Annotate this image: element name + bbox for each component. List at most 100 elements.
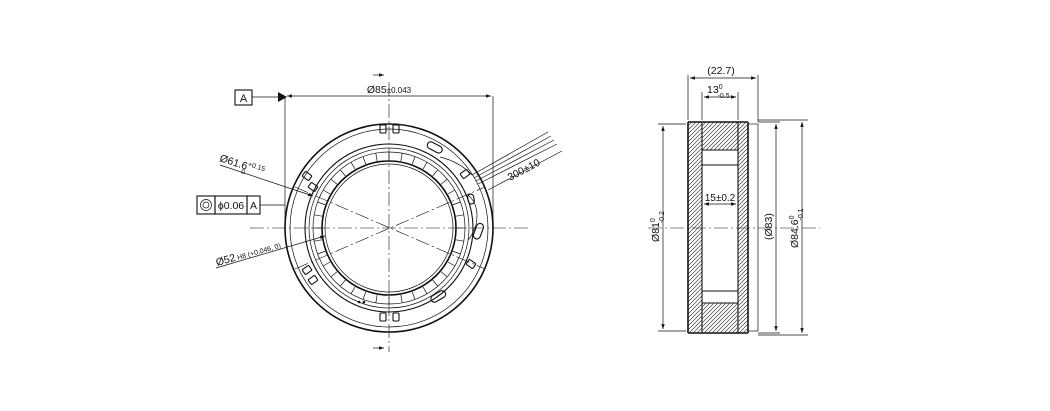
stator-mid-circle — [308, 147, 470, 309]
slot-divider — [440, 271, 448, 278]
ring-width-label: 130-0.5 — [707, 84, 730, 100]
slot-divider — [339, 279, 346, 287]
hatch-line — [738, 151, 748, 163]
hatch-line — [688, 203, 702, 219]
mount-tab — [301, 265, 313, 275]
hatch-line — [688, 123, 702, 139]
hatch-line — [738, 163, 748, 175]
oblong-hole — [467, 193, 475, 205]
mount-tab — [379, 312, 387, 322]
hatch-line — [688, 227, 702, 243]
mount-tab — [301, 171, 313, 181]
hatch-line — [688, 135, 702, 151]
hatch-line — [688, 143, 702, 159]
hatch-line — [738, 315, 748, 327]
hatch-line — [709, 122, 738, 150]
slot-divider — [452, 201, 461, 206]
outer-diameter-label: Ø85±0.043 — [367, 84, 412, 96]
slot-divider — [314, 214, 323, 217]
hatch-line — [688, 303, 702, 319]
slot-divider — [432, 279, 439, 287]
slot-divider — [447, 189, 455, 195]
hatch-line — [738, 307, 748, 319]
hatch-line — [688, 295, 702, 311]
hatch-line — [719, 314, 738, 333]
hatch-line — [688, 171, 702, 187]
hatch-line — [742, 327, 748, 333]
slot-divider — [411, 156, 416, 165]
hatch-line — [738, 171, 748, 183]
slot-divider — [350, 286, 356, 294]
hatch-line — [721, 133, 738, 150]
diagonal-centerline-a — [294, 186, 486, 270]
hatch-line — [738, 207, 748, 219]
hatch-line — [738, 311, 748, 323]
diagonal-centerline-b — [294, 186, 486, 270]
hatch-line — [702, 303, 703, 304]
slot-divider — [330, 178, 338, 185]
hatch-line — [738, 267, 748, 279]
hatch-line — [696, 327, 702, 333]
stator-outer-circle — [304, 143, 474, 313]
hatch-line — [702, 122, 731, 150]
slot-divider — [362, 156, 367, 165]
lead-wire — [471, 131, 549, 176]
hatch-line — [702, 303, 723, 324]
hatch-line — [715, 310, 738, 333]
lead-wires — [439, 131, 558, 241]
hatch-line — [688, 159, 702, 175]
slot-divider — [455, 214, 464, 217]
mount-tab — [392, 124, 400, 134]
hatch-line — [688, 127, 702, 143]
hatch-line — [738, 251, 748, 263]
hatch-line — [688, 155, 702, 171]
hatch-line — [705, 122, 735, 150]
hatch-line — [688, 151, 702, 167]
winding-slots — [313, 152, 465, 304]
oblong-hole — [426, 141, 443, 154]
hatch-line — [688, 279, 702, 295]
hatch-line — [688, 195, 702, 211]
slot-divider — [317, 250, 326, 255]
hatch-line — [738, 191, 748, 203]
hatch-line — [688, 267, 702, 283]
hatch-line — [703, 303, 735, 333]
hatch-line — [738, 122, 743, 127]
hatch-line — [688, 191, 702, 207]
slot-divider — [323, 189, 331, 195]
hatch-line — [688, 291, 702, 307]
hatch-line — [688, 207, 702, 223]
hatch-line — [692, 323, 702, 333]
side-view: (22.7) 130-0.5 15±0.2 Ø810-0.2 (Ø83) Ø84… — [648, 65, 820, 336]
hatch-line — [738, 187, 748, 199]
marker-dot — [357, 300, 361, 304]
fcf-value: ϕ0.06 — [218, 200, 244, 212]
bore-inner-circle — [324, 163, 454, 293]
hatch-line — [738, 275, 748, 287]
hatch-line — [738, 183, 748, 195]
hatch-line — [688, 131, 702, 147]
hatch-line — [688, 187, 702, 203]
hatch-line — [738, 255, 748, 267]
lead-wire — [467, 224, 477, 241]
hatch-line — [688, 122, 697, 131]
lead-wire — [473, 135, 552, 179]
hatch-line — [738, 135, 748, 147]
hatch-line — [688, 179, 702, 195]
slot-divider — [400, 153, 403, 162]
hatch-line — [738, 127, 748, 139]
hatch-line — [688, 223, 702, 239]
hatch-line — [702, 122, 727, 147]
hatch-line — [738, 143, 748, 155]
hatch-line — [738, 199, 748, 211]
hatch-line — [738, 299, 748, 311]
hatch-line — [702, 303, 715, 316]
hatch-line — [738, 259, 748, 271]
hatch-line — [711, 306, 738, 333]
hatch-line — [688, 315, 702, 331]
hatch-line — [738, 291, 748, 303]
hatch-line — [738, 179, 748, 191]
oblong-hole — [430, 290, 447, 303]
hatch-line — [688, 247, 702, 263]
hatch-line — [702, 122, 711, 131]
